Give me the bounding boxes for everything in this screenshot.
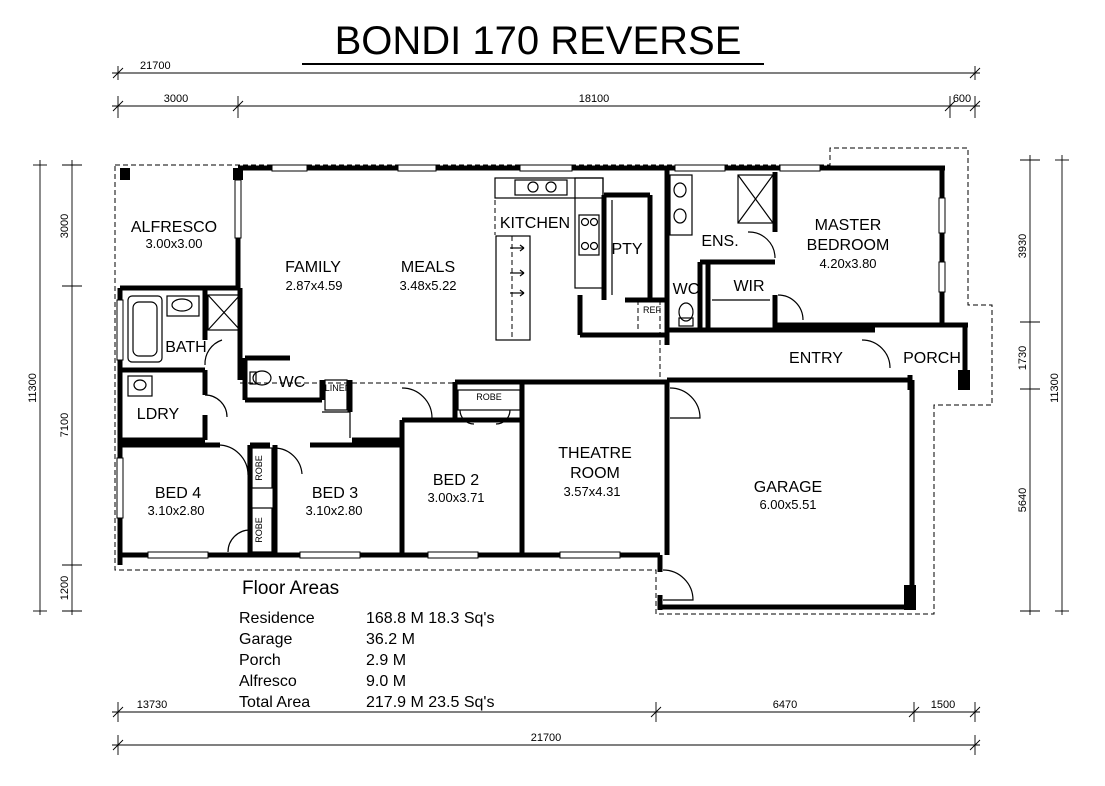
room-alfresco-name: ALFRESCO xyxy=(131,219,217,236)
room-alfresco-size: 3.00x3.00 xyxy=(145,236,202,251)
room-ens-name: ENS. xyxy=(701,233,738,250)
dim-top-left: 3000 xyxy=(164,93,188,105)
dim-bottom-total: 21700 xyxy=(531,732,562,744)
room-family-size: 2.87x4.59 xyxy=(285,278,342,293)
room-bed4-name: BED 4 xyxy=(155,485,201,502)
area-label-total: Total Area xyxy=(239,694,310,711)
floor-areas-heading: Floor Areas xyxy=(242,578,339,599)
dim-top-total: 21700 xyxy=(140,60,171,72)
room-robe-bed2: ROBE xyxy=(476,392,502,402)
windows xyxy=(116,164,946,559)
room-meals-size: 3.48x5.22 xyxy=(399,278,456,293)
area-value-total: 217.9 M 23.5 Sq's xyxy=(366,694,494,711)
dim-left-top: 3000 xyxy=(59,214,71,238)
dim-top-middle: 18100 xyxy=(579,93,610,105)
room-master-size: 4.20x3.80 xyxy=(819,256,876,271)
room-theatre-size: 3.57x4.31 xyxy=(563,484,620,499)
room-wir-name: WIR xyxy=(733,278,764,295)
area-value-porch: 2.9 M xyxy=(366,652,406,669)
dim-right-top: 3930 xyxy=(1017,234,1029,258)
room-entry-name: ENTRY xyxy=(789,350,843,367)
dim-bottom-middle: 6470 xyxy=(773,699,797,711)
room-ldry-name: LDRY xyxy=(137,406,180,423)
dim-right-total: 11300 xyxy=(1049,373,1061,403)
top-dimensions: 21700 3000 18100 600 xyxy=(112,60,981,118)
right-dimensions: 3930 1730 5640 11300 xyxy=(1017,155,1069,615)
dim-top-right: 600 xyxy=(953,93,971,105)
area-label-garage: Garage xyxy=(239,631,292,648)
room-porch-name: PORCH xyxy=(903,350,961,367)
room-bed2-size: 3.00x3.71 xyxy=(427,490,484,505)
door-swings xyxy=(204,231,891,601)
room-garage-name: GARAGE xyxy=(754,479,822,496)
room-master-name-1: MASTER xyxy=(815,217,882,234)
area-label-residence: Residence xyxy=(239,610,315,627)
dim-bottom-left: 13730 xyxy=(137,699,168,711)
dim-bottom-right: 1500 xyxy=(931,699,955,711)
bottom-dimensions: 13730 6470 1500 21700 xyxy=(112,699,981,755)
room-meals-name: MEALS xyxy=(401,259,455,276)
room-family-name: FAMILY xyxy=(285,259,341,276)
roof-line xyxy=(114,147,993,615)
room-bath-name: BATH xyxy=(165,339,206,356)
room-bed4-size: 3.10x2.80 xyxy=(147,503,204,518)
room-bed2-name: BED 2 xyxy=(433,472,479,489)
area-value-residence: 168.8 M 18.3 Sq's xyxy=(366,610,494,627)
area-value-garage: 36.2 M xyxy=(366,631,415,648)
area-label-porch: Porch xyxy=(239,652,281,669)
room-robe-bed4: ROBE xyxy=(254,517,264,543)
room-bed3-name: BED 3 xyxy=(312,485,358,502)
room-theatre-name-1: THEATRE xyxy=(558,445,631,462)
fixtures xyxy=(127,174,774,553)
walls xyxy=(117,165,970,610)
dim-right-bottom: 5640 xyxy=(1017,488,1029,512)
area-value-alfresco: 9.0 M xyxy=(366,673,406,690)
room-pty-name: PTY xyxy=(611,241,642,258)
room-master-name-2: BEDROOM xyxy=(807,237,890,254)
dim-left-middle: 7100 xyxy=(59,413,71,437)
room-linen-name: LINEN xyxy=(325,383,352,393)
room-bed3-size: 3.10x2.80 xyxy=(305,503,362,518)
plan-title: BONDI 170 REVERSE xyxy=(335,19,742,63)
floor-areas-table: Floor Areas Residence 168.8 M 18.3 Sq's … xyxy=(239,578,494,711)
room-ref-name: REF xyxy=(643,305,662,315)
room-kitchen-name: KITCHEN xyxy=(500,215,570,232)
left-dimensions: 11300 3000 7100 1200 xyxy=(27,160,82,615)
room-theatre-name-2: ROOM xyxy=(570,465,620,482)
dim-right-middle: 1730 xyxy=(1017,346,1029,370)
area-label-alfresco: Alfresco xyxy=(239,673,297,690)
dim-left-bottom: 1200 xyxy=(59,576,71,600)
room-ens-wc-name: WC xyxy=(673,281,700,298)
room-wc-name: WC xyxy=(279,374,306,391)
room-garage-size: 6.00x5.51 xyxy=(759,497,816,512)
dim-left-total: 11300 xyxy=(27,373,39,403)
room-robe-bed3: ROBE xyxy=(254,455,264,481)
